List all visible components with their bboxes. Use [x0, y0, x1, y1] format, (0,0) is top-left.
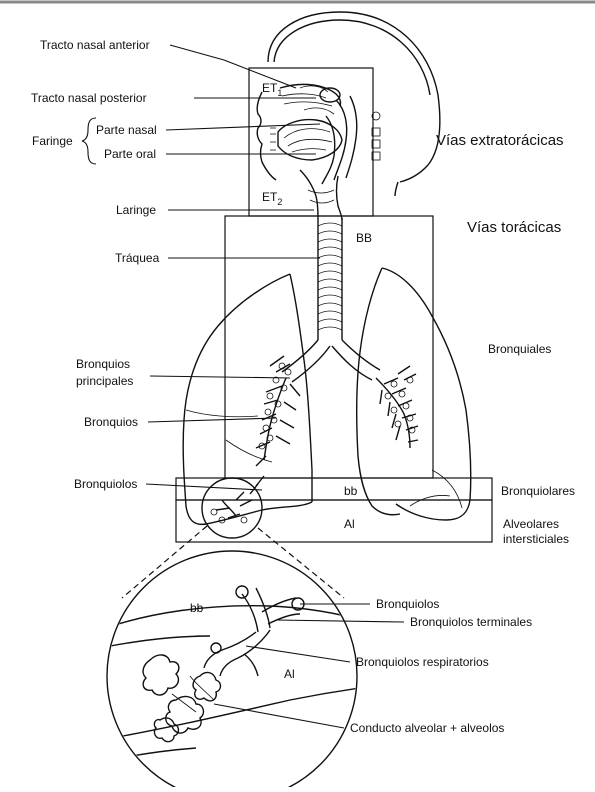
label-bronquiales: Bronquiales	[488, 342, 551, 356]
label-faringe: Faringe	[32, 134, 73, 148]
label-bronquiolares: Bronquiolares	[501, 484, 575, 498]
left-labels: Tracto nasal anterior Tracto nasal poste…	[31, 38, 320, 491]
al-region-label: Al	[344, 517, 355, 531]
label-alveolares-1: Alveolares	[503, 517, 559, 531]
et1-label: ET1	[262, 81, 282, 98]
label-detail-conducto: Conducto alveolar + alveolos	[350, 721, 504, 735]
label-parte-nasal: Parte nasal	[96, 123, 157, 137]
bb-small-region-box	[176, 478, 492, 500]
label-vias-extratoracicas: Vías extratorácicas	[436, 132, 564, 149]
label-tracto-nasal-anterior: Tracto nasal anterior	[40, 38, 150, 52]
bb-region-label: BB	[356, 231, 372, 245]
label-bronquios: Bronquios	[84, 415, 138, 429]
detail-bb-label: bb	[190, 601, 204, 615]
detail-labels: Bronquiolos Bronquiolos terminales Bronq…	[214, 597, 532, 735]
label-detail-bronquiolos: Bronquiolos	[376, 597, 439, 611]
label-detail-bronquiolos-terminales: Bronquiolos terminales	[410, 615, 532, 629]
label-bronquios-principales-1: Bronquios	[76, 357, 130, 371]
label-bronquios-principales-2: principales	[76, 374, 133, 388]
label-vias-toracicas: Vías torácicas	[467, 219, 561, 236]
al-region-box	[176, 500, 492, 542]
head-illustration	[257, 12, 440, 220]
label-bronquiolos: Bronquiolos	[74, 477, 137, 491]
label-laringe: Laringe	[116, 203, 156, 217]
detail-al-label: Al	[284, 667, 295, 681]
zoom-line-left	[122, 526, 207, 598]
label-alveolares-2: intersticiales	[503, 532, 569, 546]
right-labels: Vías extratorácicas Vías torácicas Bronq…	[436, 132, 575, 546]
label-traquea: Tráquea	[115, 251, 160, 265]
zoom-line-right	[258, 528, 344, 598]
label-parte-oral: Parte oral	[104, 147, 156, 161]
label-detail-bronquiolos-respiratorios: Bronquiolos respiratorios	[356, 655, 489, 669]
bb-small-label: bb	[344, 484, 358, 498]
lungs-illustration	[183, 268, 471, 524]
detail-circle: bb Al	[100, 551, 360, 787]
label-tracto-nasal-posterior: Tracto nasal posterior	[31, 91, 147, 105]
et2-label: ET2	[262, 190, 282, 207]
trachea-illustration	[256, 218, 418, 466]
